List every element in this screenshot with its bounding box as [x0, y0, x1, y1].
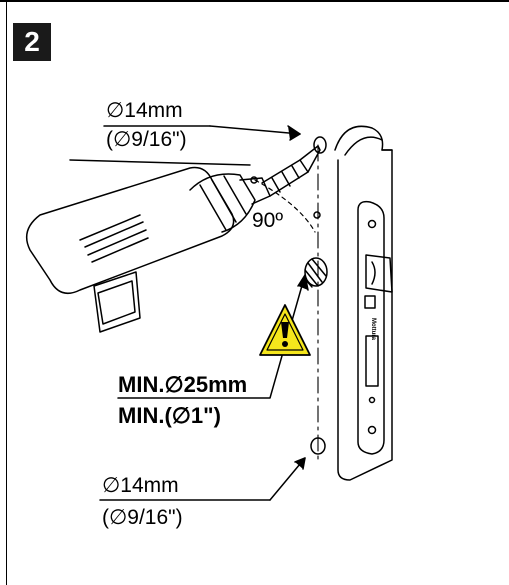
- step-number-badge: 2: [13, 23, 51, 61]
- top-border: [0, 0, 509, 2]
- angle-label: 90º: [252, 209, 284, 232]
- lock-brand-text: Mottura: [370, 318, 376, 341]
- bore-min-mm: MIN.∅25mm: [118, 372, 248, 397]
- top-hole-diameter-mm: ∅14mm: [106, 99, 183, 122]
- bottom-hole-diameter-in: (∅9/16"): [102, 506, 183, 529]
- drill-icon: [25, 145, 321, 333]
- warning-icon: [259, 304, 311, 356]
- mortise-lock-icon: [334, 125, 393, 481]
- bottom-hole-diameter-mm: ∅14mm: [102, 474, 179, 497]
- top-hole-diameter-in: (∅9/16"): [106, 128, 187, 151]
- bore-min-in: MIN.(∅1"): [118, 403, 221, 428]
- left-border: [6, 2, 7, 585]
